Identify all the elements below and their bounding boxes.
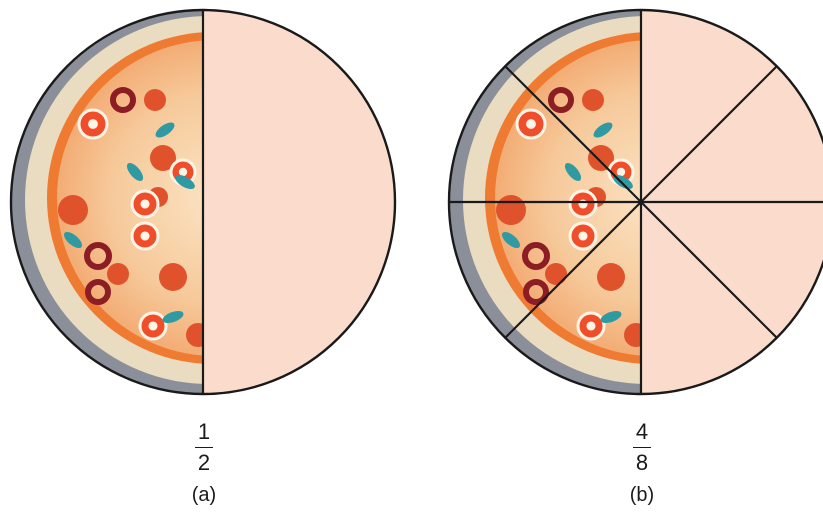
tomato-seed	[526, 119, 536, 129]
pepperoni-icon	[144, 89, 166, 111]
caption-b: (b)	[602, 484, 682, 507]
tomato-seed	[140, 199, 149, 208]
fraction-denominator-b: 8	[612, 451, 672, 475]
tomato-seed	[88, 119, 98, 129]
caption-a: (a)	[164, 484, 244, 507]
pepperoni-icon	[597, 263, 625, 291]
fraction-denominator-a: 2	[174, 451, 234, 475]
tomato-seed	[617, 168, 625, 176]
fraction-label-a: 1 2	[174, 420, 234, 475]
fraction-bar-a	[195, 447, 213, 448]
fraction-label-b: 4 8	[612, 420, 672, 475]
pizza-figure-b	[449, 10, 823, 394]
tomato-seed	[179, 168, 187, 176]
fraction-bar-b	[633, 447, 651, 448]
pepperoni-icon	[58, 195, 88, 225]
tomato-seed	[578, 199, 587, 208]
pepperoni-icon	[496, 195, 526, 225]
tomato-seed	[140, 231, 149, 240]
fraction-numerator-a: 1	[174, 420, 234, 444]
pepperoni-icon	[582, 89, 604, 111]
tomato-seed	[586, 321, 595, 330]
tomato-seed	[578, 231, 587, 240]
fraction-numerator-b: 4	[612, 420, 672, 444]
pepperoni-icon	[159, 263, 187, 291]
pizza-figure-a	[11, 10, 395, 394]
pepperoni-icon	[107, 263, 129, 285]
tomato-seed	[148, 321, 157, 330]
pepperoni-icon	[545, 263, 567, 285]
